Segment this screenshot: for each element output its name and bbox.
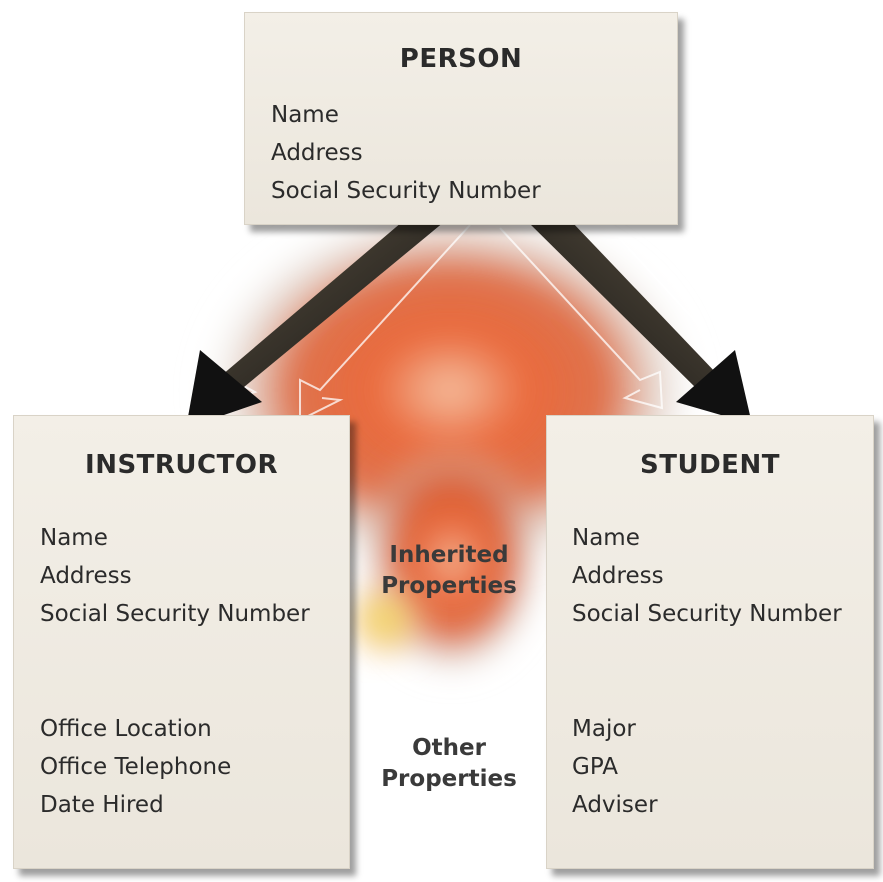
inherited-label-line1: Inherited — [389, 542, 509, 568]
student-inherited-list: Name Address Social Security Number — [572, 519, 842, 633]
student-box: STUDENT Name Address Social Security Num… — [546, 415, 874, 869]
instructor-other-property: Office Location — [40, 716, 212, 742]
instructor-inherited-property: Social Security Number — [40, 601, 310, 627]
instructor-box: INSTRUCTOR Name Address Social Security … — [13, 415, 350, 869]
person-property: Name — [271, 102, 339, 128]
student-other-property: Adviser — [572, 792, 658, 818]
instructor-other-property: Office Telephone — [40, 754, 232, 780]
inherited-label-line2: Properties — [381, 573, 517, 599]
person-property-list: Name Address Social Security Number — [271, 96, 541, 210]
yellow-glow — [340, 575, 430, 665]
student-inherited-property: Name — [572, 525, 640, 551]
student-title: STUDENT — [640, 450, 780, 480]
other-label-line1: Other — [412, 735, 486, 761]
instructor-other-property: Date Hired — [40, 792, 164, 818]
instructor-inherited-property: Address — [40, 563, 132, 589]
student-other-list: Major GPA Adviser — [572, 710, 658, 824]
person-box: PERSON Name Address Social Security Numb… — [244, 12, 678, 225]
instructor-inherited-list: Name Address Social Security Number — [40, 519, 310, 633]
instructor-other-list: Office Location Office Telephone Date Hi… — [40, 710, 231, 824]
student-other-property: Major — [572, 716, 636, 742]
instructor-title: INSTRUCTOR — [85, 450, 278, 480]
inherit-arrow-right — [528, 222, 752, 424]
person-property: Address — [271, 140, 363, 166]
other-properties-label: Other Properties — [355, 733, 543, 795]
person-title: PERSON — [399, 44, 523, 74]
student-other-property: GPA — [572, 754, 618, 780]
other-label-line2: Properties — [381, 766, 517, 792]
student-inherited-property: Address — [572, 563, 664, 589]
inherited-properties-label: Inherited Properties — [355, 540, 543, 602]
person-property: Social Security Number — [271, 178, 541, 204]
inherit-arrow-left — [186, 222, 444, 428]
student-inherited-property: Social Security Number — [572, 601, 842, 627]
instructor-inherited-property: Name — [40, 525, 108, 551]
